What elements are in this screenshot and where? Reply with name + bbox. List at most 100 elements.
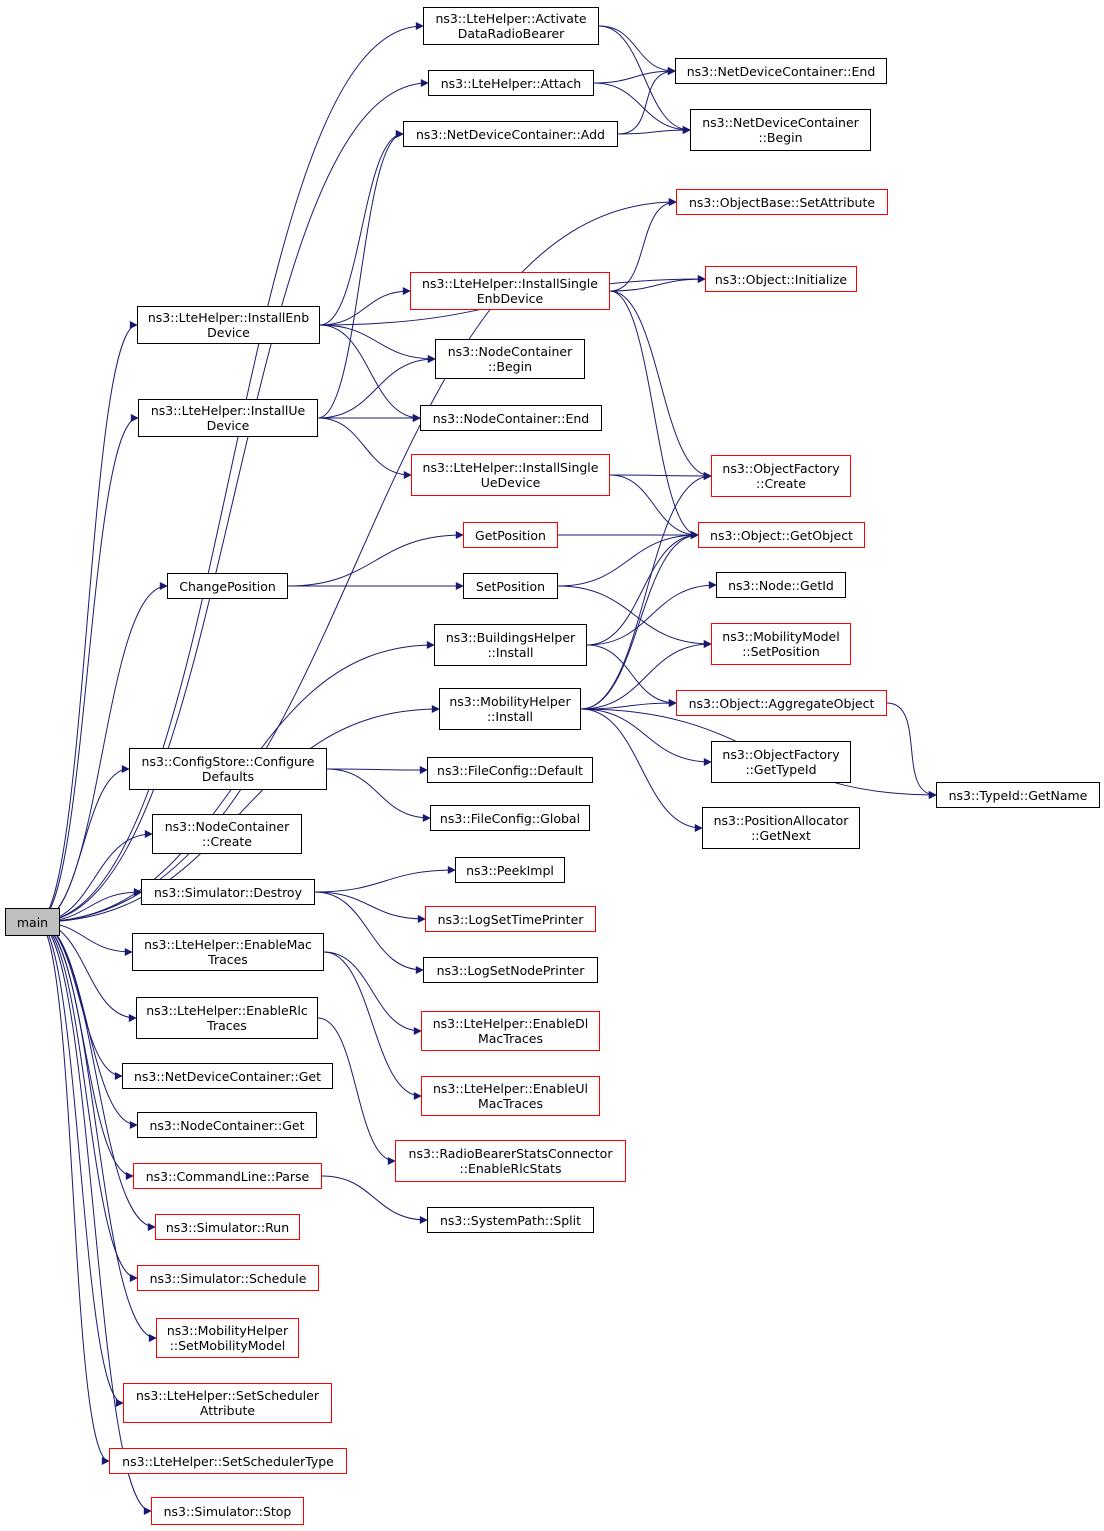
edge-installUe-to-installSingleUe [317,417,412,479]
node-cl-parse[interactable]: ns3::CommandLine::Parse [133,1163,322,1189]
node-log-node[interactable]: ns3::LogSetNodePrinter [423,957,598,983]
edge-main-to-simStop [36,921,152,1515]
node-rb-stats[interactable]: ns3::RadioBearerStatsConnector ::EnableR… [395,1140,626,1182]
node-ndc-end[interactable]: ns3::NetDeviceContainer::End [675,58,887,84]
edge-installEnb-to-ncEnd [319,324,421,422]
edge-main-to-setAttr [36,198,677,923]
edge-enRlc-to-rbStats [317,1017,396,1165]
node-activate[interactable]: ns3::LteHelper::Activate DataRadioBearer [423,7,599,45]
node-ndc-add[interactable]: ns3::NetDeviceContainer::Add [403,121,618,147]
edge-main-to-ncGet [36,921,138,1129]
node-type-id-get-name[interactable]: ns3::TypeId::GetName [936,782,1100,808]
node-fc-global[interactable]: ns3::FileConfig::Global [430,805,590,831]
node-pa-get-next[interactable]: ns3::PositionAllocator ::GetNext [702,807,860,849]
node-of-create[interactable]: ns3::ObjectFactory ::Create [711,455,851,497]
edge-installUe-to-ncBegin [317,355,436,419]
node-change-pos[interactable]: ChangePosition [167,573,288,599]
node-log-time[interactable]: ns3::LogSetTimePrinter [425,906,596,932]
node-bh-install[interactable]: ns3::BuildingsHelper ::Install [434,624,587,666]
edge-aggObj-to-typeIdGetName [886,702,937,799]
edge-enMac-to-enDl [323,951,422,1035]
edge-installEnb-to-ndcAdd [319,130,404,326]
node-en-rlc[interactable]: ns3::LteHelper::EnableRlc Traces [136,997,318,1039]
edge-installSingleEnb-to-setAttr [609,198,677,292]
node-install-single-ue[interactable]: ns3::LteHelper::InstallSingle UeDevice [411,454,610,496]
node-nc-get[interactable]: ns3::NodeContainer::Get [137,1112,317,1138]
node-sim-stop[interactable]: ns3::Simulator::Stop [151,1497,304,1525]
edge-installSingleEnb-to-getObj [609,290,699,539]
node-peek-impl[interactable]: ns3::PeekImpl [455,857,565,883]
edge-main-to-clParse [36,921,134,1180]
edge-bhInstall-to-nodeGetId [586,581,717,646]
edge-mhInstall-to-getObj [580,531,699,710]
edge-attach-to-ndcEnd [593,67,676,84]
node-en-mac[interactable]: ns3::LteHelper::EnableMac Traces [132,933,324,971]
node-install-single-enb[interactable]: ns3::LteHelper::InstallSingle EnbDevice [410,272,610,310]
edge-bhInstall-to-getObj [586,531,699,646]
edge-main-to-attach [36,79,429,923]
node-get-obj[interactable]: ns3::Object::GetObject [698,522,865,548]
node-set-sched-attr[interactable]: ns3::LteHelper::SetScheduler Attribute [123,1383,332,1423]
node-of-get-type-id[interactable]: ns3::ObjectFactory ::GetTypeId [711,741,851,783]
edge-setPos-to-getObj [557,531,699,587]
node-set-attr[interactable]: ns3::ObjectBase::SetAttribute [676,189,888,215]
edge-mhInstall-to-paGetNext [580,708,703,832]
node-mh-set-m-m[interactable]: ns3::MobilityHelper ::SetMobilityModel [156,1318,299,1358]
edge-main-to-activate [36,22,424,923]
node-install-enb[interactable]: ns3::LteHelper::InstallEnb Device [137,306,320,344]
edge-simDestroy-to-logNode [314,891,424,974]
edge-main-to-simRun [36,921,156,1231]
edge-main-to-setSchedAttr [36,921,124,1407]
edge-installSingleEnb-to-ofCreate [609,290,712,480]
node-sim-sched[interactable]: ns3::Simulator::Schedule [137,1265,319,1291]
node-mh-install[interactable]: ns3::MobilityHelper ::Install [439,688,581,730]
node-fc-default[interactable]: ns3::FileConfig::Default [427,757,593,783]
node-ndc-get[interactable]: ns3::NetDeviceContainer::Get [122,1063,333,1089]
edge-main-to-simSched [36,921,138,1282]
node-nc-begin[interactable]: ns3::NodeContainer ::Begin [435,339,585,379]
edge-ndcAdd-to-ndcBegin [617,126,691,135]
edge-setPos-to-mmSetPos [557,585,712,648]
edge-installSingleEnb-to-objInit [609,275,706,292]
node-sim-destroy[interactable]: ns3::Simulator::Destroy [141,879,315,905]
node-mm-set-pos[interactable]: ns3::MobilityModel ::SetPosition [711,623,851,665]
edge-activate-to-ndcBegin [598,25,691,134]
edge-mhInstall-to-ofCreate [580,472,712,710]
node-nc-end[interactable]: ns3::NodeContainer::End [420,405,602,431]
edge-main-to-setSchedType [36,921,110,1465]
edge-bhInstall-to-aggObj [586,644,677,707]
node-main: main [5,908,60,936]
node-cs-config[interactable]: ns3::ConfigStore::Configure Defaults [129,748,327,790]
node-nc-create[interactable]: ns3::NodeContainer ::Create [152,814,302,854]
edge-main-to-mhSetMM [36,921,157,1342]
node-node-get-id[interactable]: ns3::Node::GetId [716,572,846,598]
node-sim-run[interactable]: ns3::Simulator::Run [155,1214,300,1240]
node-get-pos[interactable]: GetPosition [463,522,558,548]
edge-enMac-to-enUl [323,951,422,1100]
node-obj-init[interactable]: ns3::Object::Initialize [705,266,857,292]
edge-mhInstall-to-ofGetTypeId [580,708,712,766]
edge-installUe-to-ndcAdd [317,130,404,419]
node-en-dl[interactable]: ns3::LteHelper::EnableDl MacTraces [421,1011,600,1051]
node-sp-split[interactable]: ns3::SystemPath::Split [427,1207,594,1233]
node-agg-obj[interactable]: ns3::Object::AggregateObject [676,690,887,716]
node-set-sched-type[interactable]: ns3::LteHelper::SetSchedulerType [109,1448,347,1474]
edge-attach-to-ndcBegin [593,82,691,134]
edge-activate-to-ndcEnd [598,25,676,75]
edge-installEnb-to-ncBegin [319,324,436,363]
node-attach[interactable]: ns3::LteHelper::Attach [428,70,594,96]
edge-clParse-to-spSplit [321,1175,428,1224]
node-ndc-begin[interactable]: ns3::NetDeviceContainer ::Begin [690,109,871,151]
edge-csConfig-to-fcGlobal [326,768,431,822]
edge-csConfig-to-fcDefault [326,765,428,774]
edge-main-to-installEnb [36,321,138,923]
node-set-pos[interactable]: SetPosition [463,573,558,599]
edge-simDestroy-to-logTime [314,891,426,923]
node-install-ue[interactable]: ns3::LteHelper::InstallUe Device [138,399,318,437]
edge-installEnb-to-installSingleEnb [319,287,411,326]
edge-ndcAdd-to-ndcEnd [617,67,676,135]
edge-changePos-to-getPos [287,531,464,587]
node-en-ul[interactable]: ns3::LteHelper::EnableUl MacTraces [421,1076,600,1116]
